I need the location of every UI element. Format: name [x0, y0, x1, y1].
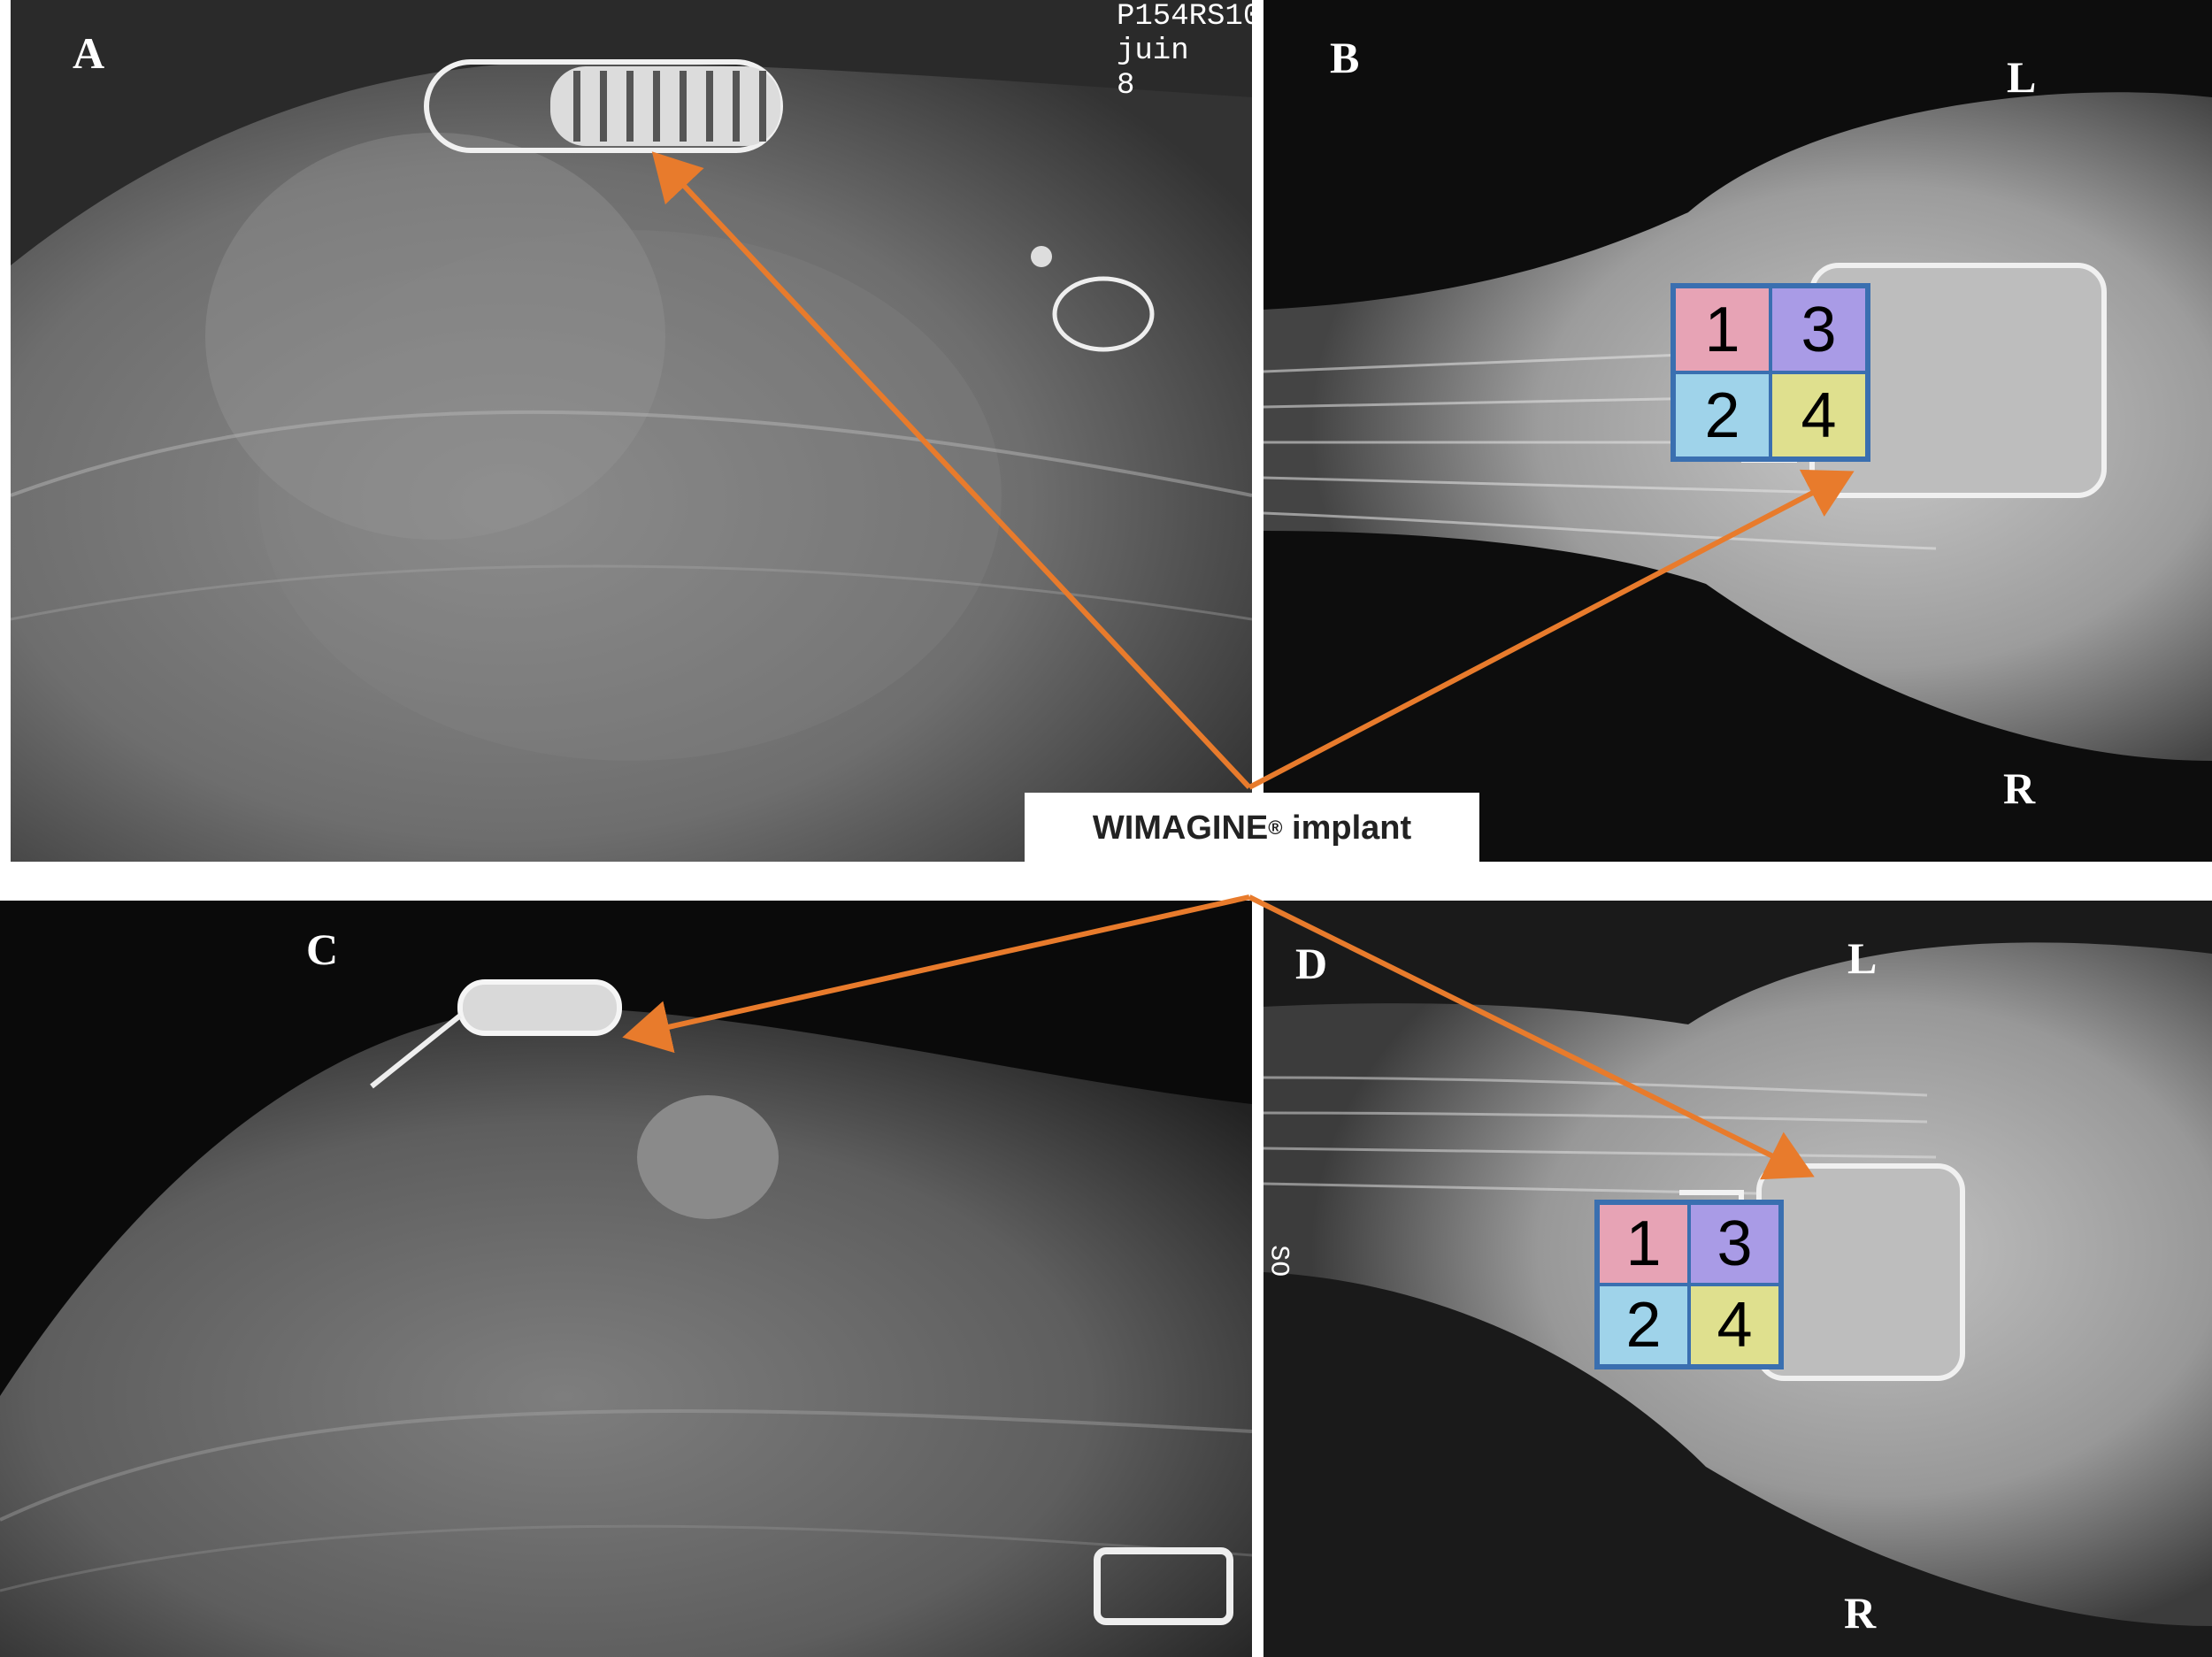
xray-panel-c: C — [0, 901, 1252, 1657]
xray-image-lateral-c — [0, 901, 1252, 1657]
electrode-cell-2: 2 — [1598, 1285, 1689, 1366]
xray-panel-b: 1 3 2 4 B L R — [1263, 0, 2212, 862]
panel-label-c: C — [306, 924, 339, 974]
xray-panel-a: A P154RS10 juin 8 — [11, 0, 1252, 862]
panel-label-b: B — [1330, 33, 1360, 82]
orientation-right-d: R — [1844, 1588, 1877, 1638]
orientation-left-b: L — [2007, 52, 2037, 102]
electrode-cell-1: 1 — [1674, 287, 1770, 372]
xray-image-lateral — [11, 0, 1252, 862]
orientation-right-b: R — [2003, 763, 2036, 813]
callout-mark: ® — [1268, 817, 1283, 839]
electrode-cell-4: 4 — [1689, 1285, 1780, 1366]
electrode-cell-1: 1 — [1598, 1203, 1689, 1285]
orientation-left-d: L — [1847, 933, 1878, 983]
callout-suffix: implant — [1282, 809, 1412, 847]
panel-label-d: D — [1295, 939, 1328, 988]
electrode-cell-3: 3 — [1770, 287, 1867, 372]
electrode-grid-d: 1 3 2 4 — [1594, 1200, 1784, 1369]
electrode-cell-4: 4 — [1770, 372, 1867, 458]
implant-callout: WIMAGINE® implant — [1025, 793, 1479, 863]
side-marker-text: SO — [1263, 1245, 1294, 1277]
electrode-grid-b: 1 3 2 4 — [1671, 283, 1870, 462]
electrode-cell-2: 2 — [1674, 372, 1770, 458]
callout-name: WIMAGINE — [1092, 809, 1269, 847]
panel-label-a: A — [73, 28, 105, 78]
scan-info-text: P154RS10 juin 8 — [1117, 0, 1252, 104]
electrode-cell-3: 3 — [1689, 1203, 1780, 1285]
xray-panel-d: 1 3 2 4 D L R SO — [1263, 901, 2212, 1657]
